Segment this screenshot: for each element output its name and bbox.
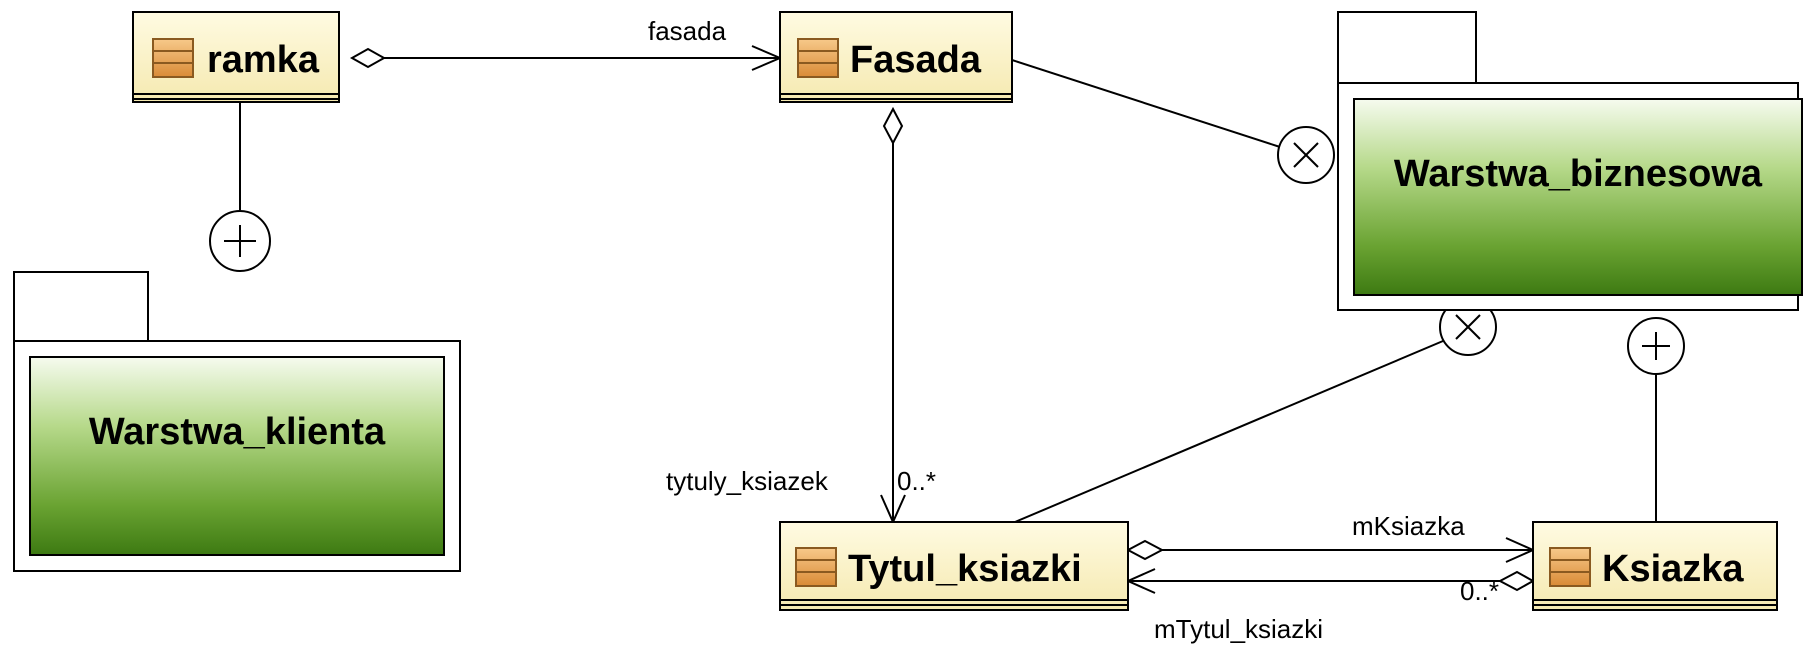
role-label-tytuly: tytuly_ksiazek [666,466,829,496]
class-name: Tytul_ksiazki [848,548,1082,590]
class-icon [152,38,194,78]
role-label-fasada: fasada [648,16,727,46]
class-ramka[interactable]: ramka [132,11,340,103]
class-icon [1549,547,1591,587]
class-tytul-ksiazki[interactable]: Tytul_ksiazki [779,521,1129,611]
multiplicity-label: 0..* [897,466,936,496]
aggregation-diamond [882,106,904,146]
class-name: Fasada [850,39,982,81]
containment-fasada-biznes [1011,59,1281,148]
aggregation-diamond [1125,539,1165,561]
class-icon [797,38,839,78]
multiplicity-label: 0..* [1460,576,1499,606]
class-fasada[interactable]: Fasada [779,11,1013,103]
package-label: Warstwa_klienta [89,411,386,453]
package-warstwa-klienta[interactable]: Warstwa_klienta [13,271,461,572]
package-label: Warstwa_biznesowa [1394,153,1763,195]
class-icon [795,547,837,587]
class-name: Ksiazka [1602,548,1744,590]
aggregation-diamond [1497,570,1536,592]
containment-biznes-tytul [1014,340,1444,523]
role-label-mtytul: mTytul_ksiazki [1154,614,1323,644]
class-ksiazka[interactable]: Ksiazka [1532,521,1778,611]
class-name: ramka [207,39,320,81]
role-label-mksiazka: mKsiazka [1352,511,1465,541]
package-warstwa-biznesowa[interactable]: Warstwa_biznesowa [1337,11,1803,311]
aggregation-diamond [349,47,387,69]
